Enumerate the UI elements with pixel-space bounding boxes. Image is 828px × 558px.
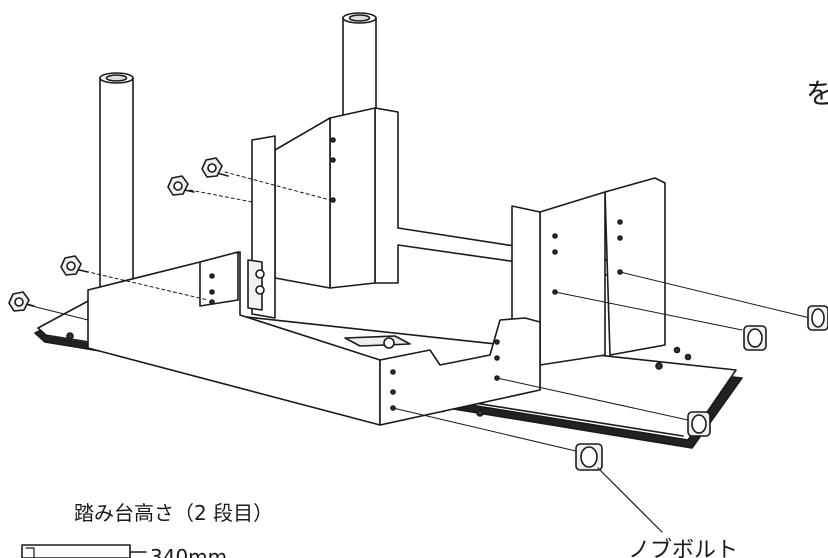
knob-bolt-7 xyxy=(687,411,711,437)
front-frame xyxy=(87,251,381,426)
knob-bolt-5 xyxy=(743,325,767,351)
rear-panel xyxy=(274,107,658,289)
connection-lines xyxy=(27,271,811,453)
knob-bolt-4 xyxy=(8,291,35,312)
step-height-label: 踏み台高さ（2 段目） xyxy=(74,501,273,525)
knob-bolt-1 xyxy=(201,157,229,178)
guide-lines xyxy=(79,171,331,301)
knob-bolt-label: ノブボルト xyxy=(628,538,738,558)
front-post xyxy=(99,72,134,299)
knob-bolt-3 xyxy=(60,255,89,276)
floor-bar xyxy=(344,335,411,349)
right-panel xyxy=(539,177,666,366)
knob-bolt-2 xyxy=(167,175,195,196)
fragment-char: を xyxy=(806,77,828,110)
knob-bolt-8 xyxy=(575,443,603,471)
left-bracket xyxy=(247,135,276,319)
rear-post xyxy=(342,12,377,129)
front-right-frame xyxy=(379,317,541,426)
dimension-label: 340mm xyxy=(150,545,227,558)
step-height-icon xyxy=(21,544,147,558)
knob-bolt-6 xyxy=(807,305,828,331)
knob-bolt-leader xyxy=(597,467,663,533)
